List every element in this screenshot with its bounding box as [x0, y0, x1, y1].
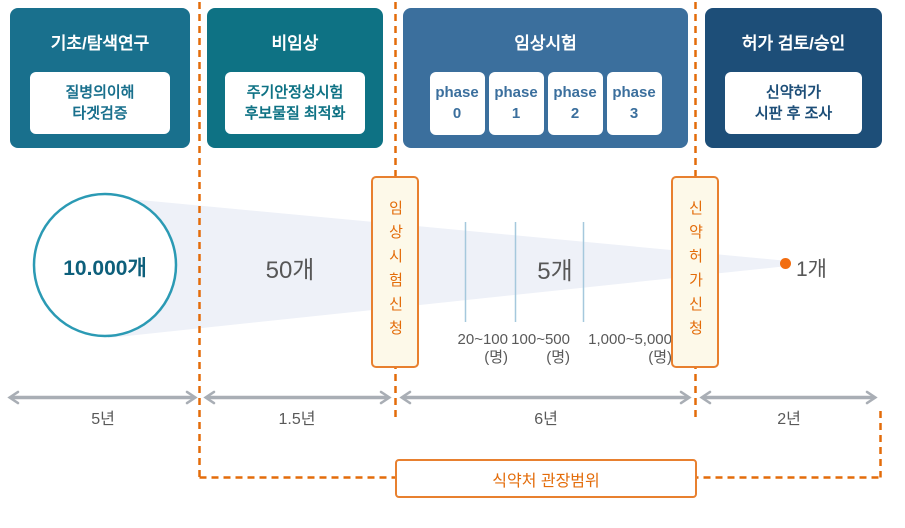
clinical-count-label: 5개 [537, 258, 573, 285]
participants-phase3-unit: (명) [648, 349, 672, 366]
duration-nonclinical: 1.5년 [278, 411, 316, 428]
phase-1-box: phase 1 [488, 72, 544, 135]
phase-1-num: 1 [511, 104, 521, 122]
phase-2-num: 2 [570, 104, 580, 122]
milestone-clinical-trial-application-label: 임상시험신청 [386, 200, 404, 344]
stage-basic-research: 기초/탐색연구 질병의이해 타겟검증 [10, 8, 190, 148]
participants-phase1-range: 20~100 [457, 331, 508, 348]
stage-nonclinical-subbox: 주기안정성시험 후보물질 최적화 [225, 72, 365, 134]
funnel-shape [108, 197, 783, 338]
phase-3-num: 3 [629, 104, 639, 122]
nonclinical-count-label: 50개 [265, 257, 315, 284]
start-count-label: 10.000개 [63, 257, 147, 280]
stage-approval-review-title: 허가 검토/승인 [741, 34, 846, 53]
stage-approval-review-subline-2: 시판 후 조사 [754, 105, 833, 122]
participants-phase1-unit: (명) [484, 349, 508, 366]
phase-box-row: phase 0 phase 1 phase 2 phase 3 [403, 72, 688, 135]
stage-approval-review-subbox: 신약허가 시판 후 조사 [725, 72, 862, 134]
phase-3-word: phase [612, 84, 656, 102]
duration-basic-research: 5년 [91, 411, 115, 428]
phase-0-num: 0 [452, 104, 462, 122]
start-count-circle [32, 192, 178, 338]
duration-clinical: 6년 [534, 411, 558, 428]
stage-basic-research-subbox: 질병의이해 타겟검증 [30, 72, 170, 134]
stage-approval-review-subline-1: 신약허가 [765, 83, 822, 101]
phase-2-word: phase [553, 84, 597, 102]
stage-nonclinical-title: 비임상 [271, 34, 319, 53]
stage-clinical-trial: 임상시험 phase 0 phase 1 phase 2 phase 3 [403, 8, 688, 148]
mfds-scope-box: 식약처 관장범위 [395, 459, 697, 498]
phase-3-box: phase 3 [606, 72, 662, 135]
approved-count-label: 1개 [796, 258, 827, 281]
milestone-clinical-trial-application: 임상시험신청 [371, 176, 419, 368]
stage-clinical-trial-title: 임상시험 [514, 34, 577, 53]
participants-phase2-range: 100~500 [511, 331, 570, 348]
phase-0-box: phase 0 [429, 72, 485, 135]
participants-phase3: 1,000~5,000 (명) [552, 331, 672, 367]
participants-phase3-range: 1,000~5,000 [588, 331, 672, 348]
mfds-scope-label: 식약처 관장범위 [492, 472, 600, 490]
phase-0-word: phase [435, 84, 479, 102]
participants-phase2: 100~500 (명) [470, 331, 570, 367]
stage-nonclinical: 비임상 주기안정성시험 후보물질 최적화 [207, 8, 383, 148]
stage-approval-review: 허가 검토/승인 신약허가 시판 후 조사 [705, 8, 882, 148]
approved-dot [780, 258, 791, 269]
stage-basic-research-subline-1: 질병의이해 [65, 83, 135, 101]
participants-phase2-unit: (명) [546, 349, 570, 366]
stage-nonclinical-subline-2: 후보물질 최적화 [244, 105, 346, 122]
participants-phase1: 20~100 (명) [408, 331, 508, 367]
stage-basic-research-subline-2: 타겟검증 [72, 105, 128, 122]
stage-basic-research-title: 기초/탐색연구 [50, 34, 150, 53]
milestone-new-drug-approval-application-label: 신약허가신청 [686, 200, 704, 344]
stage-nonclinical-subline-1: 주기안정성시험 [246, 83, 344, 101]
phase-1-word: phase [494, 84, 538, 102]
milestone-new-drug-approval-application: 신약허가신청 [671, 176, 719, 368]
phase-2-box: phase 2 [547, 72, 603, 135]
duration-approval: 2년 [777, 411, 801, 428]
